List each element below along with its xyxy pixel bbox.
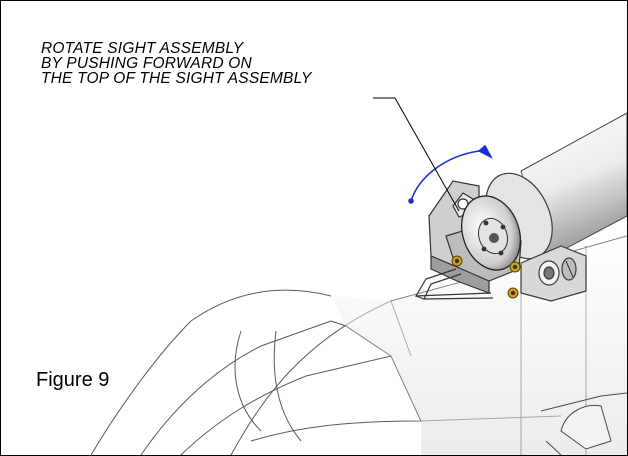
mount-screws — [451, 255, 521, 299]
callout-line-3: THE TOP OF THE SIGHT ASSEMBLY — [41, 70, 312, 87]
rotation-arrow — [408, 144, 493, 204]
callout-leader-line — [373, 97, 460, 212]
hex-key-tool — [414, 268, 494, 300]
sight-disc — [461, 195, 521, 271]
instruction-callout: ROTATE SIGHT ASSEMBLY BY PUSHING FORWARD… — [41, 40, 312, 87]
sight-tube — [485, 107, 627, 260]
trigger-guard — [540, 392, 627, 455]
callout-line-2: BY PUSHING FORWARD ON — [41, 55, 252, 72]
figure-label: Figure 9 — [36, 369, 110, 391]
callout-line-1: ROTATE SIGHT ASSEMBLY — [41, 40, 244, 57]
rear-mount-block — [520, 245, 587, 302]
